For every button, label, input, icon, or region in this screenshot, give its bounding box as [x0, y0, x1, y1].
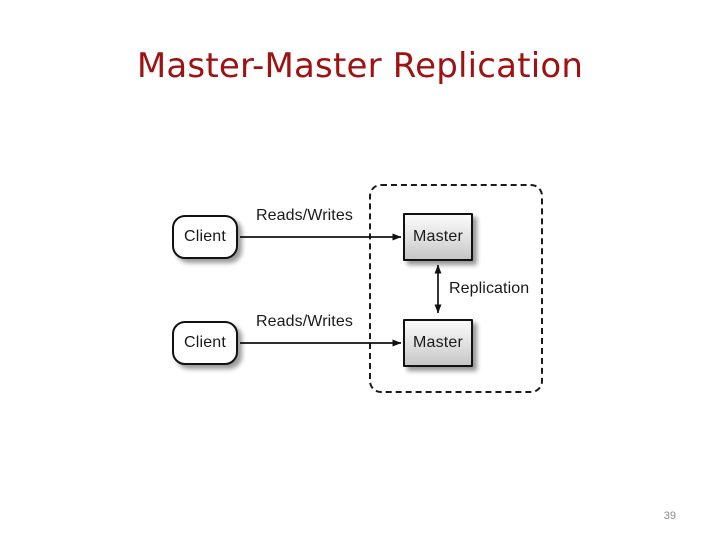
node-client-top-label: Client: [183, 228, 227, 245]
edge-label-reads-writes-bottom: Reads/Writes: [256, 313, 353, 330]
node-client-bottom-label: Client: [183, 334, 227, 351]
node-client-bottom[interactable]: Client: [172, 321, 238, 365]
page-title: Master-Master Replication: [136, 46, 584, 86]
edge-label-reads-writes-top: Reads/Writes: [256, 207, 353, 224]
page-number: 39: [663, 510, 676, 522]
replication-cluster-boundary: [369, 184, 543, 393]
node-master-bottom-label: Master: [412, 334, 464, 351]
node-master-top[interactable]: Master: [403, 213, 473, 261]
node-client-top[interactable]: Client: [172, 215, 238, 259]
node-master-top-label: Master: [412, 228, 464, 245]
edge-label-replication: Replication: [449, 280, 530, 297]
node-master-bottom[interactable]: Master: [403, 319, 473, 367]
